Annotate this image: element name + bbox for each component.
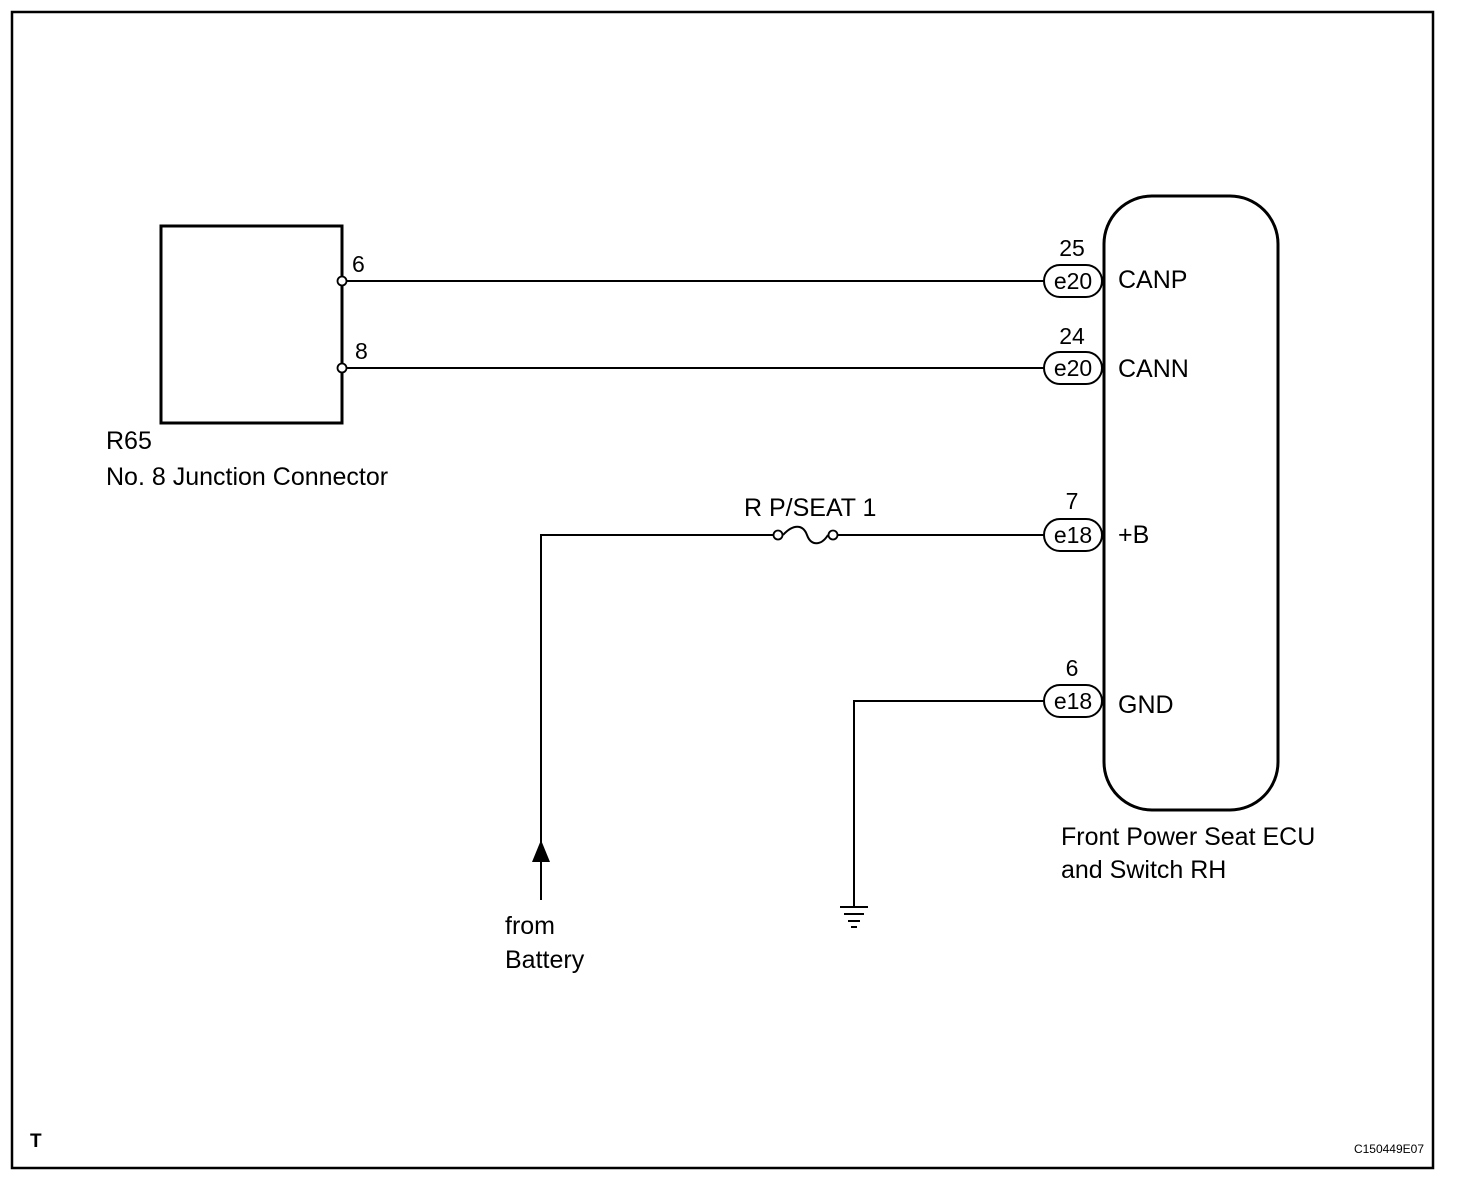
ecu-name-line1: Front Power Seat ECU — [1061, 823, 1315, 851]
diagram-frame — [10, 10, 1435, 1170]
ecu-terminal-pin: 6 — [1066, 655, 1079, 681]
ground-wire — [853, 700, 1044, 906]
junction-pin-8-label: 8 — [355, 338, 368, 364]
junction-connector: 6 8 R65 No. 8 Junction Connector — [106, 224, 388, 491]
connector-code: e20 — [1054, 355, 1092, 381]
corner-mark: T — [30, 1131, 42, 1152]
battery-label-line2: Battery — [505, 946, 585, 974]
junction-connector-code: R65 — [106, 427, 152, 455]
ecu-terminal-plus-b: 7 e18 +B — [1043, 488, 1149, 552]
ecu-terminal-cann: 24 e20 CANN — [1043, 323, 1189, 385]
fuse-label: R P/SEAT 1 — [744, 494, 876, 522]
ecu-terminal-gnd: 6 e18 GND — [1043, 655, 1174, 719]
ground-icon — [840, 906, 868, 928]
fuse-right-terminal — [827, 529, 839, 541]
connector-code: e18 — [1054, 522, 1092, 548]
junction-pin-6-label: 6 — [352, 251, 365, 277]
connector-pill — [1043, 264, 1103, 298]
connector-pill — [1043, 351, 1103, 385]
ecu-terminal-pin: 7 — [1066, 488, 1079, 514]
connector-pill — [1043, 518, 1103, 552]
ecu-signal-label: +B — [1118, 521, 1149, 549]
ecu-terminal-pin: 24 — [1059, 323, 1085, 349]
connector-code: e18 — [1054, 688, 1092, 714]
ecu-signal-label: CANN — [1118, 355, 1189, 383]
connector-code: e20 — [1054, 268, 1092, 294]
ecu-component: 25 e20 CANP 24 e20 CANN 7 e18 +B 6 e18 G… — [1043, 194, 1315, 884]
fuse-element — [782, 525, 829, 545]
connector-pill — [1043, 684, 1103, 718]
battery-label-line1: from — [505, 912, 555, 940]
junction-pin-6-terminal — [336, 275, 348, 287]
junction-connector-box — [159, 224, 344, 425]
fuse-symbol: R P/SEAT 1 — [744, 494, 876, 545]
ecu-body — [1102, 194, 1280, 812]
battery-arrow-icon — [532, 840, 550, 862]
battery-wire — [540, 534, 774, 845]
junction-connector-name: No. 8 Junction Connector — [106, 463, 388, 491]
figure-code: C150449E07 — [1354, 1142, 1424, 1156]
junction-pin-8-terminal — [336, 362, 348, 374]
ecu-name-line2: and Switch RH — [1061, 856, 1226, 884]
ecu-terminal-canp: 25 e20 CANP — [1043, 235, 1187, 298]
ecu-terminal-pin: 25 — [1059, 235, 1085, 261]
battery-source: from Battery — [505, 840, 585, 974]
ecu-signal-label: GND — [1118, 691, 1174, 719]
fuse-left-terminal — [772, 529, 784, 541]
ecu-signal-label: CANP — [1118, 266, 1187, 294]
